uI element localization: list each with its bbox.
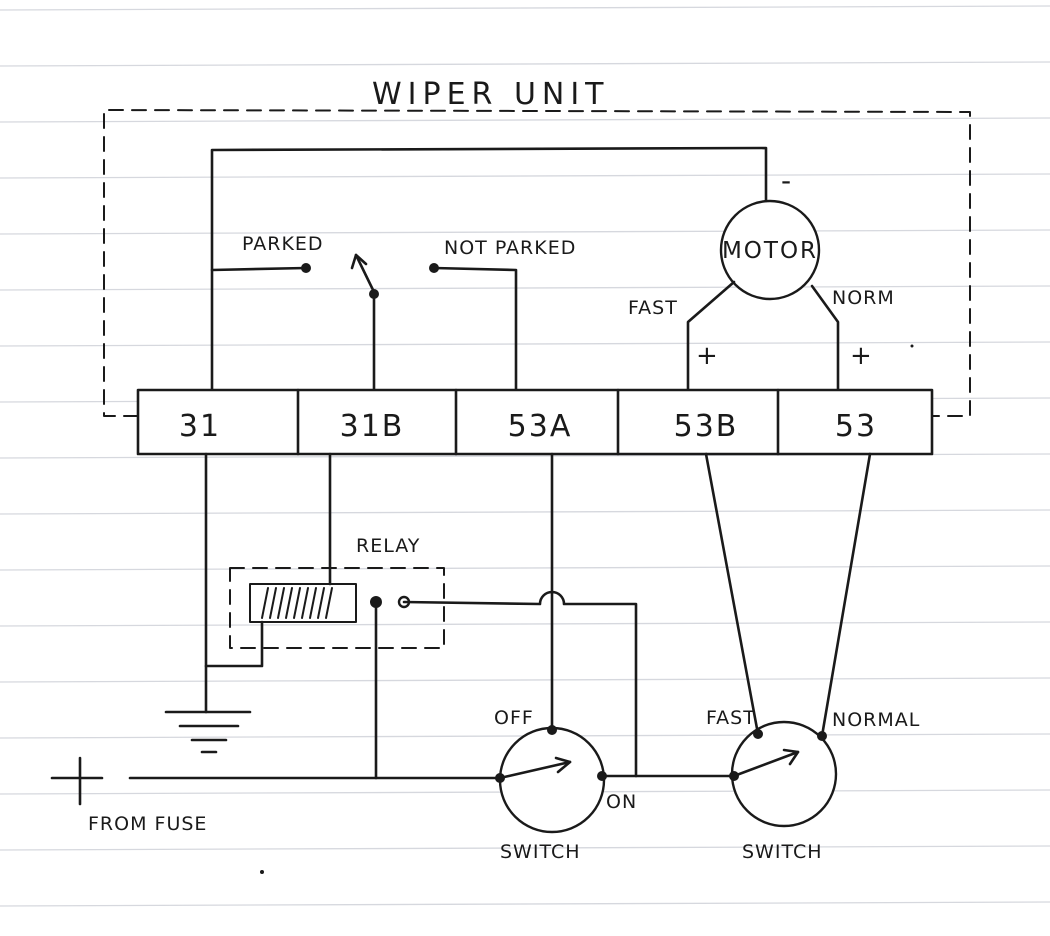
wire-motor-fast: [686, 280, 736, 392]
off-label: OFF: [494, 707, 534, 729]
wire-relay-to-ground: [204, 620, 264, 668]
wiper-unit-boundary: [103, 109, 971, 417]
norm-label: NORM: [832, 287, 895, 309]
wire-motor-norm: [810, 284, 840, 392]
terminal-31: 31: [179, 409, 221, 444]
norm-plus-label: +: [850, 341, 872, 371]
motor: MOTOR: [719, 199, 821, 301]
ground-icon: [164, 710, 252, 754]
terminal-31b: 31B: [340, 409, 405, 444]
relay-label: RELAY: [356, 535, 420, 557]
fast-plus-label: +: [696, 341, 718, 371]
from-fuse-label: FROM FUSE: [88, 813, 207, 835]
relay-coil-hatching: [261, 587, 333, 619]
terminal-53: 53: [835, 409, 877, 444]
wire-53-to-normal: [820, 452, 872, 738]
motor-label: MOTOR: [722, 238, 818, 264]
supply-plus-icon: [50, 756, 104, 806]
wiper-unit-title: WIPER UNIT: [372, 77, 610, 112]
wire-not-parked: [432, 266, 518, 392]
on-label: ON: [606, 791, 637, 813]
motor-minus-label: -: [781, 164, 791, 197]
wire-53b-to-fast: [704, 452, 760, 736]
terminal-53b: 53B: [674, 409, 739, 444]
wire-relay-to-switch-on: [402, 590, 638, 778]
parked-label: PARKED: [242, 233, 324, 255]
fast-switch-label: FAST: [706, 707, 756, 729]
terminal-block: 31 31B 53A 53B 53: [136, 388, 934, 456]
wiper-switch-label: SWITCH: [500, 841, 581, 863]
normal-label: NORMAL: [832, 709, 920, 731]
speed-switch-label: SWITCH: [742, 841, 823, 863]
terminal-53a: 53A: [508, 409, 573, 444]
relay: [229, 567, 445, 649]
wire-parked-contact: [210, 266, 308, 272]
fast-label: FAST: [628, 297, 678, 319]
wiper-switch: [495, 725, 607, 834]
park-switch-arm: [354, 253, 376, 392]
not-parked-label: NOT PARKED: [444, 237, 576, 259]
speed-switch: [729, 720, 838, 828]
